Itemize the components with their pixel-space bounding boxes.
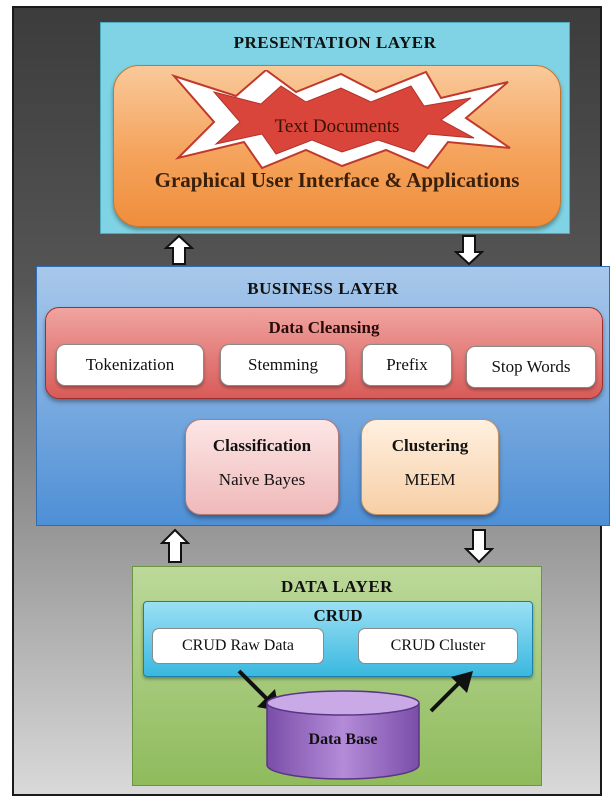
gui-label: Graphical User Interface & Applications	[154, 168, 520, 192]
presentation-layer: PRESENTATION LAYER Text Documents Graphi…	[100, 22, 570, 234]
business-layer: BUSINESS LAYER Data Cleansing Tokenizati…	[36, 266, 610, 526]
starburst-shape	[170, 70, 511, 170]
crud-cluster-box: CRUD Cluster	[358, 628, 518, 664]
data-cleansing-box: Data Cleansing Tokenization Stemming Pre…	[45, 307, 603, 399]
up-arrow-icon	[164, 234, 194, 265]
classification-title: Classification	[212, 436, 312, 455]
business-layer-title: BUSINESS LAYER	[247, 279, 399, 298]
crud-raw-data-box: CRUD Raw Data	[152, 628, 324, 664]
tokenization-box: Tokenization	[56, 344, 204, 386]
down-arrow-icon	[454, 235, 484, 266]
clustering-box: Clustering MEEM	[361, 419, 499, 515]
data-layer: DATA LAYER CRUD CRUD Raw Data CRUD Clust…	[132, 566, 542, 786]
up-arrow-icon	[160, 528, 190, 563]
gui-box: Text Documents Graphical User Interface …	[113, 65, 561, 227]
down-arrow-icon	[464, 529, 494, 564]
up-right-arrow-icon	[429, 671, 473, 713]
presentation-layer-title: PRESENTATION LAYER	[233, 33, 437, 52]
classification-algorithm: Naive Bayes	[218, 470, 306, 489]
crud-box: CRUD CRUD Raw Data CRUD Cluster	[143, 601, 533, 677]
stop-words-box: Stop Words	[466, 346, 596, 388]
prefix-box: Prefix	[362, 344, 452, 386]
data-cleansing-title: Data Cleansing	[268, 318, 380, 337]
clustering-algorithm: MEEM	[404, 470, 456, 489]
database-icon	[266, 690, 420, 780]
text-documents-label: Text Documents	[274, 116, 400, 137]
classification-box: Classification Naive Bayes	[185, 419, 339, 515]
stemming-box: Stemming	[220, 344, 346, 386]
data-layer-title: DATA LAYER	[281, 577, 393, 596]
clustering-title: Clustering	[391, 436, 469, 455]
database-label: Data Base	[308, 731, 378, 748]
crud-title: CRUD	[313, 606, 363, 625]
diagram-frame: PRESENTATION LAYER Text Documents Graphi…	[12, 6, 610, 796]
